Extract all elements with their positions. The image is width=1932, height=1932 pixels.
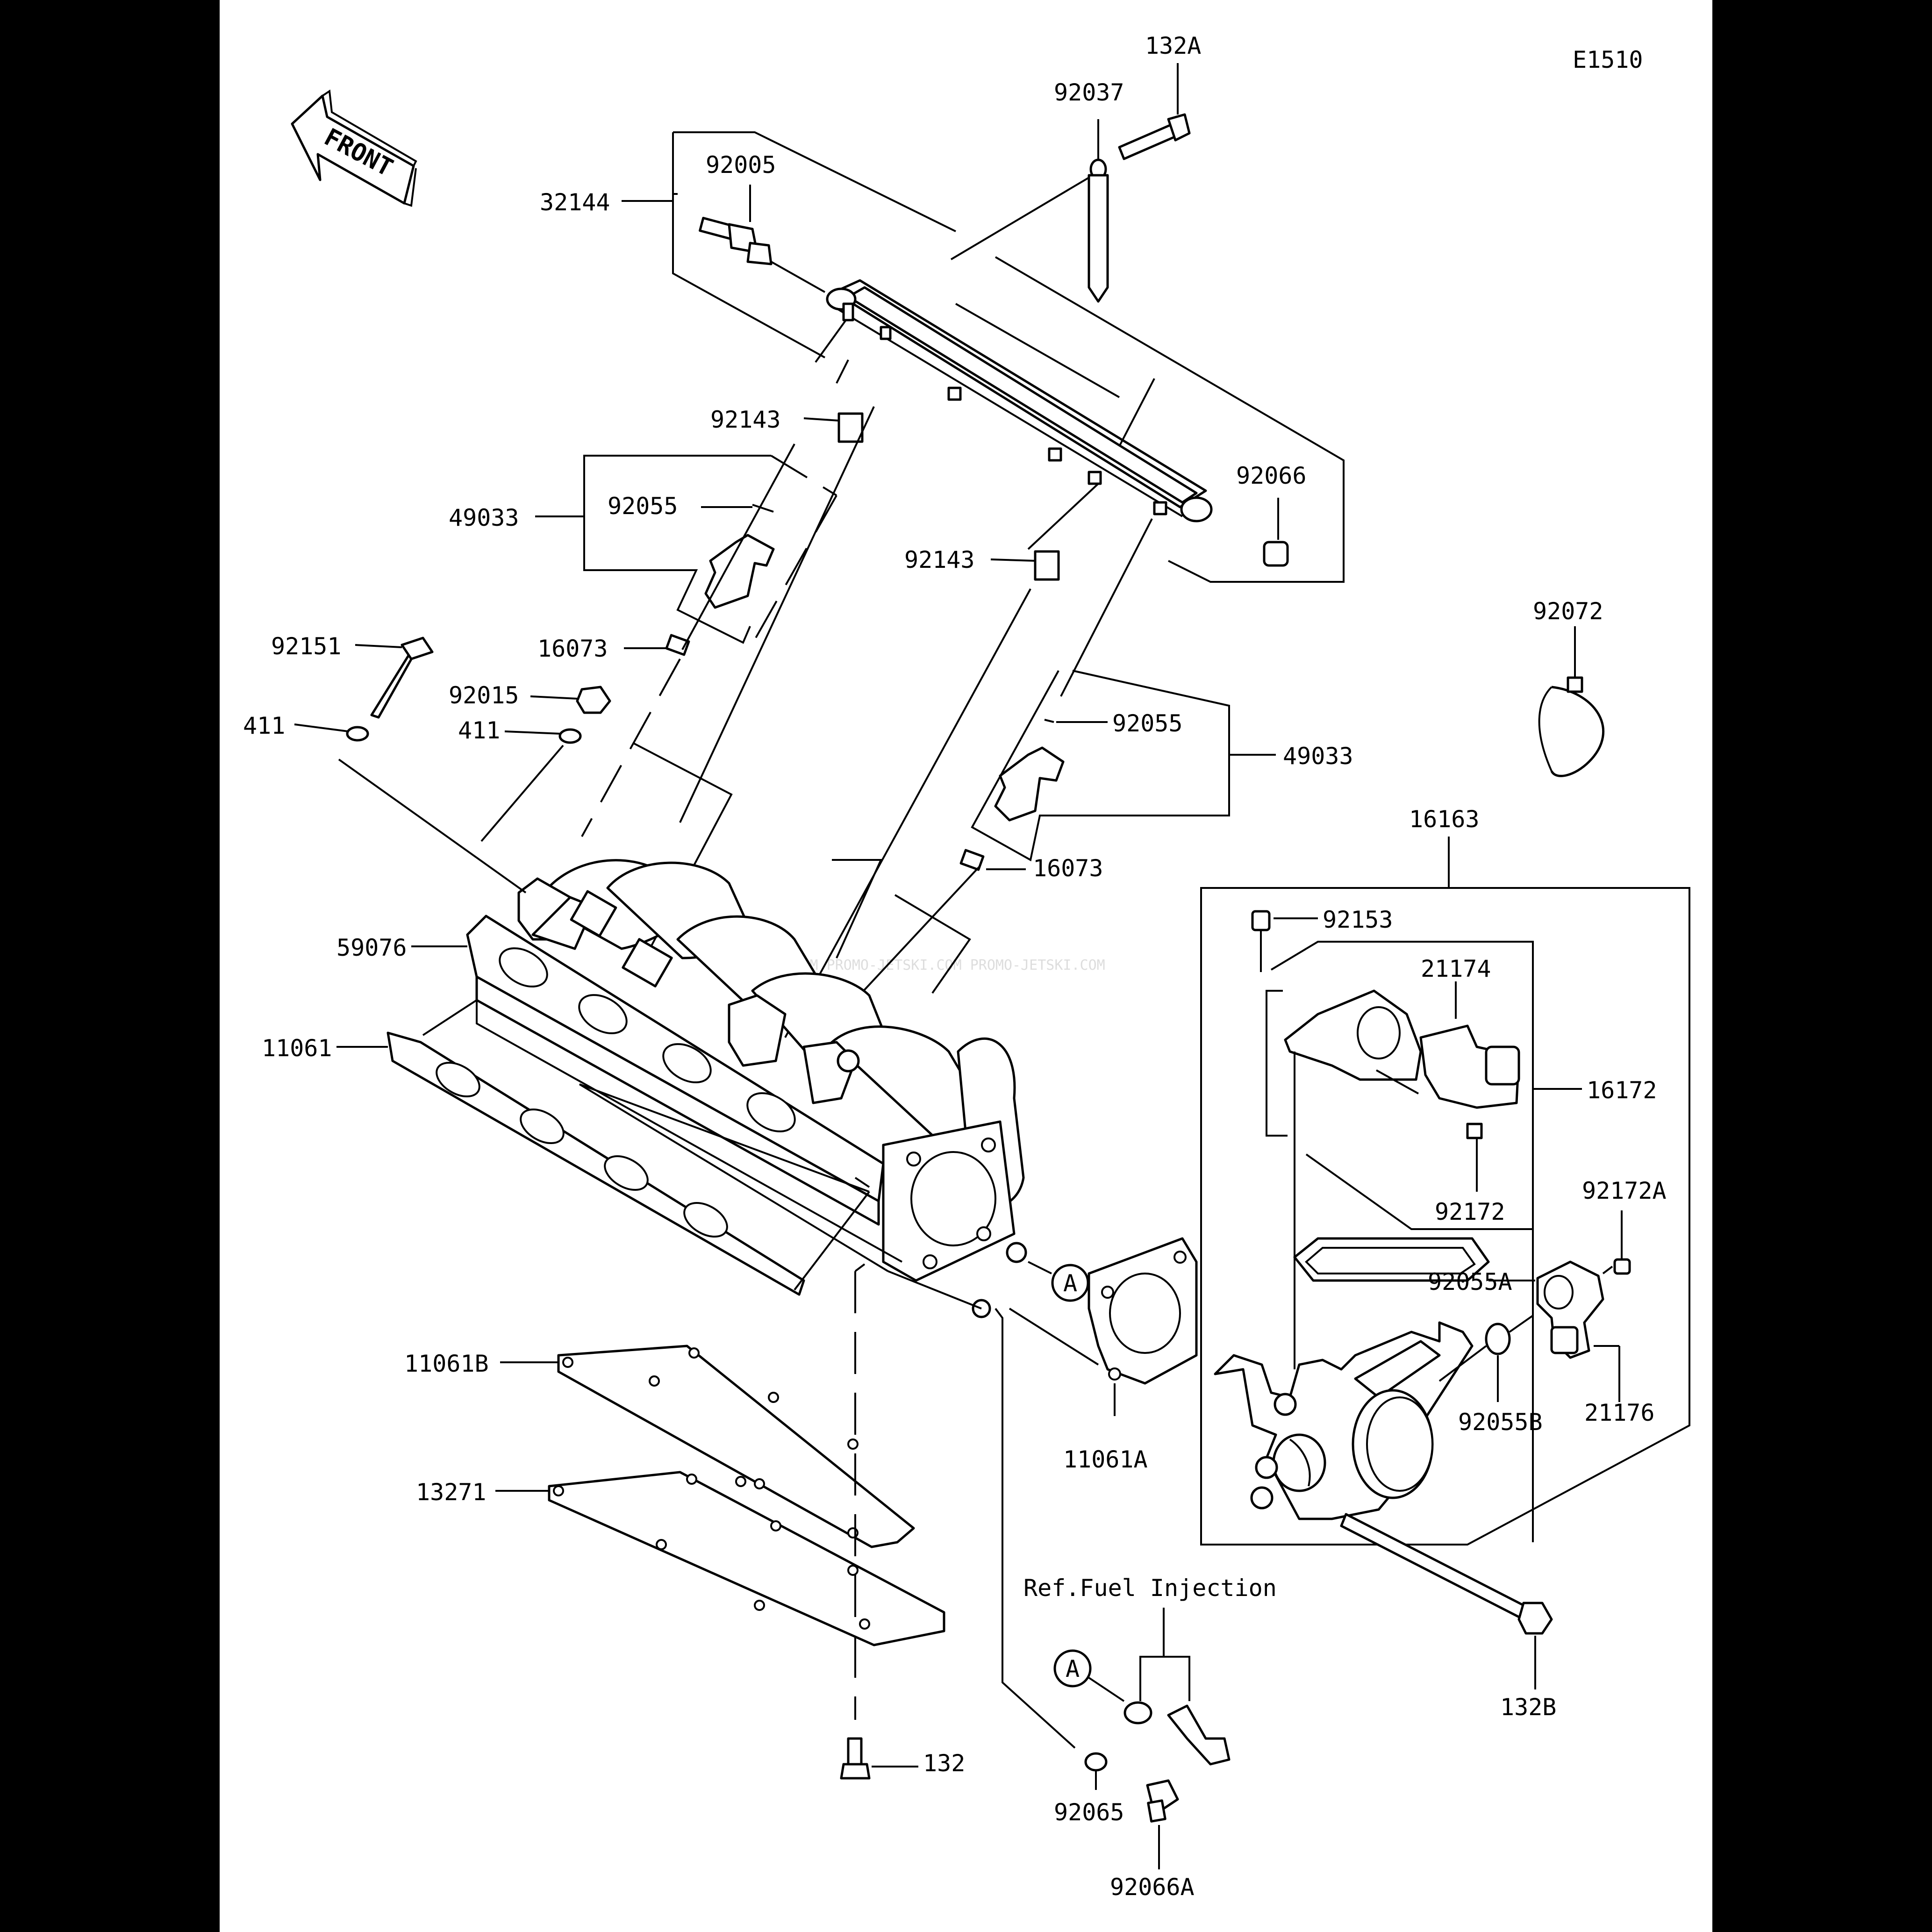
label-21176: 21176 xyxy=(1584,1399,1655,1426)
nut-92015 xyxy=(530,686,611,714)
label-132: 132 xyxy=(923,1750,965,1777)
label-92143-lower: 92143 xyxy=(904,546,975,573)
label-92055B: 92055B xyxy=(1458,1409,1543,1436)
callout-A-upper: A xyxy=(1028,1261,1089,1302)
clamp-92072 xyxy=(1538,626,1604,777)
assembly-guides xyxy=(581,303,1155,1041)
label-92072: 92072 xyxy=(1533,598,1603,625)
sensor-ref xyxy=(1167,1704,1231,1766)
part-labels: 132A 92037 92005 32144 92143 92066 92055… xyxy=(243,32,1667,1901)
label-59076: 59076 xyxy=(336,934,407,961)
label-11061A: 11061A xyxy=(1063,1446,1148,1473)
label-11061B: 11061B xyxy=(404,1350,489,1377)
label-92037: 92037 xyxy=(1054,79,1124,106)
injector-49033-left xyxy=(583,455,837,656)
label-49033-right: 49033 xyxy=(1283,743,1353,770)
label-16163: 16163 xyxy=(1409,806,1480,833)
front-arrow-icon: FRONT xyxy=(291,89,417,207)
callout-A-lower-letter: A xyxy=(1066,1655,1080,1682)
label-92151: 92151 xyxy=(271,633,342,660)
leader-lines xyxy=(336,185,1276,1492)
label-92065: 92065 xyxy=(1054,1799,1124,1826)
washer-411-right xyxy=(558,728,582,744)
bolt-132 xyxy=(840,1737,918,1780)
callout-A-upper-letter: A xyxy=(1063,1270,1077,1297)
callout-A-lower: A xyxy=(1053,1649,1125,1702)
label-92172A: 92172A xyxy=(1582,1177,1667,1204)
bolt-92151 xyxy=(355,637,434,719)
throttle-body-assembly-16163 xyxy=(1200,837,1690,1689)
ref-fuel-injection-note: Ref.Fuel Injection xyxy=(1023,1574,1277,1602)
label-92005: 92005 xyxy=(706,151,776,179)
label-16073-left: 16073 xyxy=(537,635,608,662)
label-92066: 92066 xyxy=(1236,462,1307,489)
diagram-id: E1510 xyxy=(1573,46,1643,73)
grommet-92143-lower xyxy=(1034,550,1060,581)
label-92143-upper: 92143 xyxy=(710,406,781,433)
label-11061: 11061 xyxy=(262,1035,332,1062)
gasket-13271 xyxy=(548,1263,945,1720)
fitting-92005 xyxy=(699,216,825,293)
label-92055-right: 92055 xyxy=(1112,710,1183,737)
ref-fuel-injection-group: Ref.Fuel Injection xyxy=(995,1308,1277,1869)
stay-92037 xyxy=(950,119,1109,303)
grommet-92143-upper xyxy=(837,412,864,443)
washer-411-left xyxy=(346,726,369,742)
label-92153: 92153 xyxy=(1323,906,1393,933)
label-16073-right: 16073 xyxy=(1033,855,1103,882)
label-92055A: 92055A xyxy=(1428,1268,1512,1295)
gasket-11061A xyxy=(1009,1237,1198,1416)
label-13271: 13271 xyxy=(416,1479,487,1506)
label-21174: 21174 xyxy=(1421,955,1491,982)
label-92066A: 92066A xyxy=(1110,1874,1195,1901)
label-92055-left: 92055 xyxy=(608,493,678,520)
cap-92066 xyxy=(1263,498,1289,567)
intake-manifold-59076 xyxy=(466,859,1027,1318)
bolt-132A xyxy=(1118,63,1191,160)
injector-49033-right xyxy=(959,670,1230,871)
label-92015: 92015 xyxy=(449,682,519,709)
label-32144: 32144 xyxy=(540,189,610,216)
label-132B: 132B xyxy=(1500,1694,1556,1721)
label-411-left: 411 xyxy=(243,712,285,739)
label-49033-left: 49033 xyxy=(449,504,519,531)
fuel-rail xyxy=(826,279,1213,522)
label-16172: 16172 xyxy=(1587,1077,1657,1104)
washer-ref xyxy=(1123,1701,1152,1724)
label-132A: 132A xyxy=(1145,32,1201,59)
washer-92065 xyxy=(1084,1752,1108,1772)
gasket-11061 xyxy=(386,999,870,1296)
label-92172: 92172 xyxy=(1435,1198,1505,1225)
fuel-rail-bracket xyxy=(626,131,1345,583)
label-411-right: 411 xyxy=(458,717,500,744)
diagram-sheet xyxy=(220,0,1712,1932)
